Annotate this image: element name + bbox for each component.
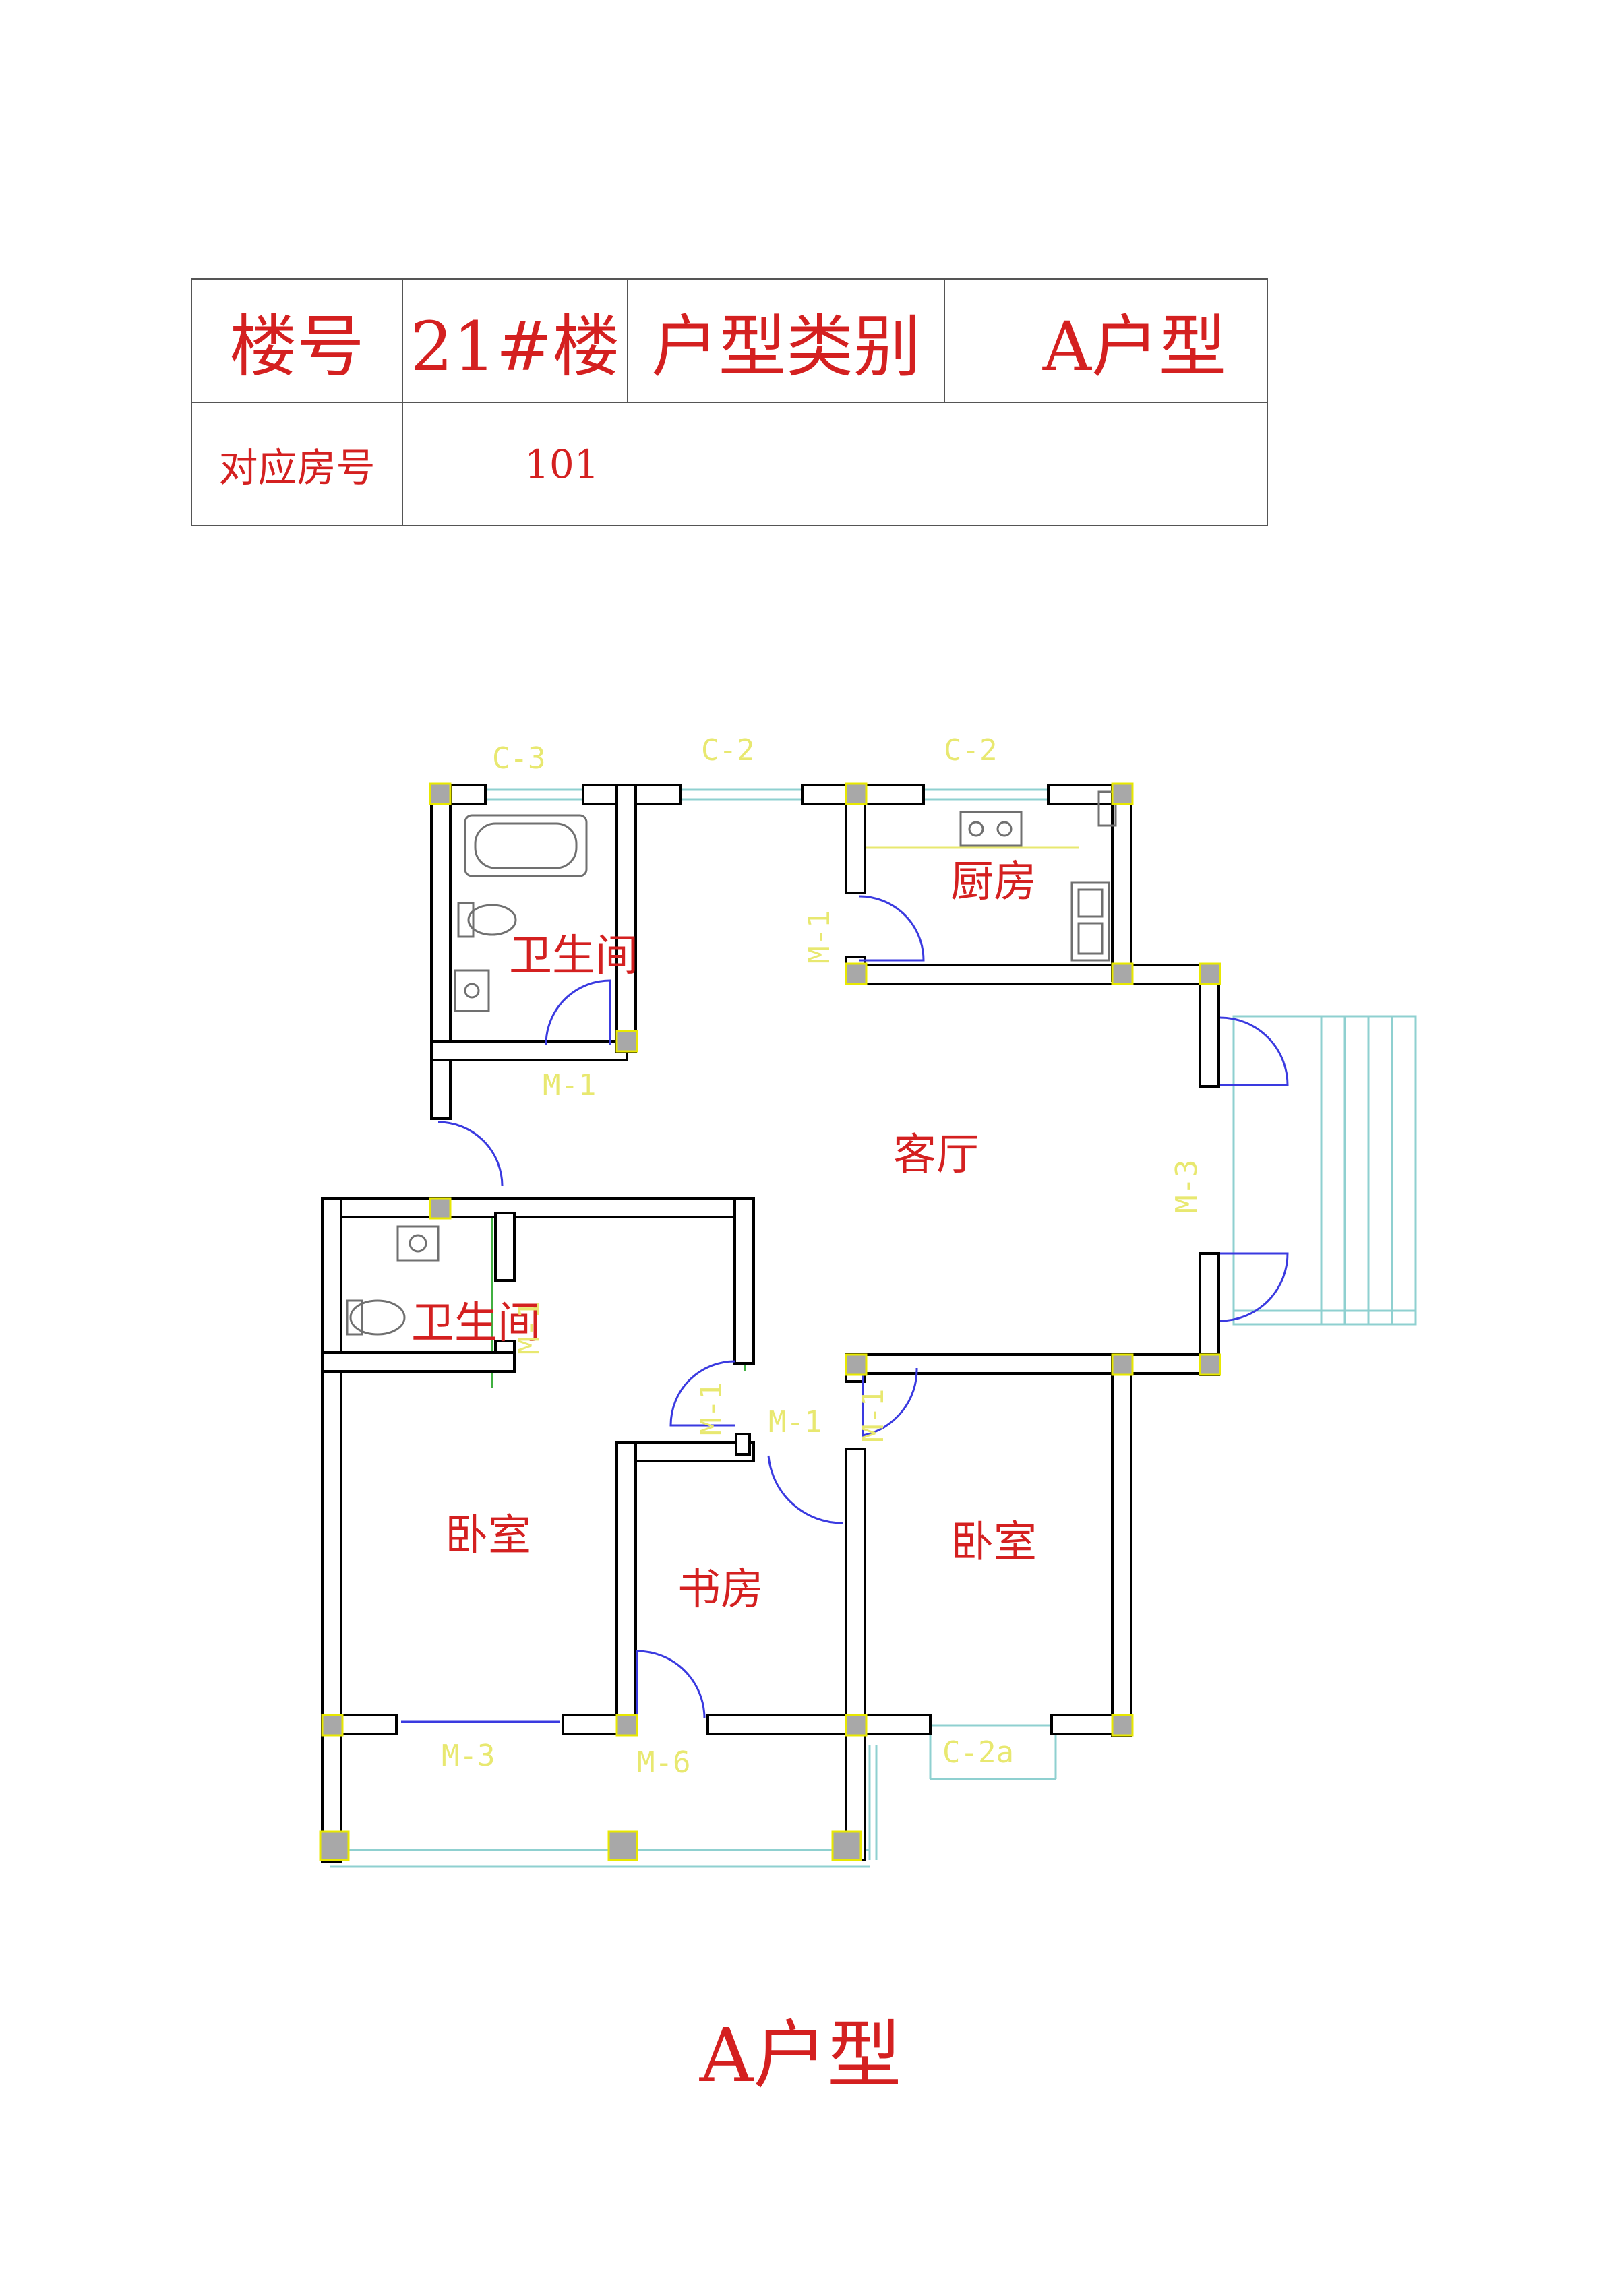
tag-m1-bed1: M-1 <box>768 1405 822 1439</box>
label-bedroom-1: 卧室 <box>445 1511 531 1561</box>
door-study-bottom <box>636 1650 706 1719</box>
tag-c3: C-3 <box>492 741 545 776</box>
building-value: 21#楼 <box>402 278 628 403</box>
tag-m1-kitchen: M-1 <box>802 910 837 964</box>
tag-c2-right: C-2 <box>944 733 997 768</box>
info-table: 楼号 21#楼 户型类别 A户型 对应房号 101 <box>191 278 1268 526</box>
tag-m1-bath2: M-1 <box>512 1301 547 1355</box>
sink-icon <box>1070 881 1110 962</box>
fixtures <box>346 790 1117 1336</box>
door-bed1 <box>669 1360 735 1427</box>
basin-icon <box>454 969 490 1012</box>
tag-m1-bath-top: M-1 <box>543 1068 596 1103</box>
label-kitchen: 厨房 <box>950 857 1037 907</box>
tag-m3-balcony: M-3 <box>442 1739 495 1773</box>
label-study: 书房 <box>677 1565 764 1615</box>
label-living-room: 客厅 <box>893 1130 979 1180</box>
label-bedroom-2: 卧室 <box>950 1518 1037 1568</box>
toilet-icon <box>467 904 517 936</box>
tag-c2a: C-2a <box>942 1735 1014 1770</box>
door-bed2 <box>862 1367 918 1437</box>
stove-icon <box>959 811 1023 847</box>
type-value: A户型 <box>944 278 1268 403</box>
door-kitchen <box>859 895 925 962</box>
basin2-icon <box>396 1225 440 1262</box>
room-value: 101 <box>402 402 1268 526</box>
columns <box>319 782 1221 1861</box>
door-bath1 <box>545 979 611 1045</box>
tag-m6-study: M-6 <box>637 1745 690 1780</box>
fridge-icon <box>1097 790 1117 827</box>
type-label: 户型类别 <box>627 278 945 403</box>
building-label: 楼号 <box>191 278 403 403</box>
label-bathroom-1: 卫生间 <box>509 931 638 981</box>
tag-labels: C-3 C-2 C-2 C-2a M-1 M-1 M-3 M-6 M-1 M-3… <box>442 733 1204 1780</box>
tag-m1-bed1-vert: M-1 <box>694 1382 729 1435</box>
tag-m3-living: M-3 <box>1170 1160 1204 1213</box>
entry-steps <box>1232 1015 1417 1326</box>
doors <box>401 895 1289 1723</box>
door-study-top <box>767 1455 843 1524</box>
tag-c2-left: C-2 <box>701 733 754 768</box>
label-bathroom-2: 卫生间 <box>411 1299 541 1348</box>
tag-m1-bed2: M-1 <box>856 1389 890 1442</box>
plan-title: A户型 <box>699 2012 902 2099</box>
room-label: 对应房号 <box>191 402 403 526</box>
door-entry <box>1219 1016 1289 1322</box>
room-labels: 卫生间 厨房 客厅 卫生间 卧室 书房 卧室 <box>411 857 1037 1615</box>
bathtub-icon <box>464 814 588 877</box>
toilet2-icon <box>349 1299 406 1336</box>
door-main <box>437 1121 504 1187</box>
